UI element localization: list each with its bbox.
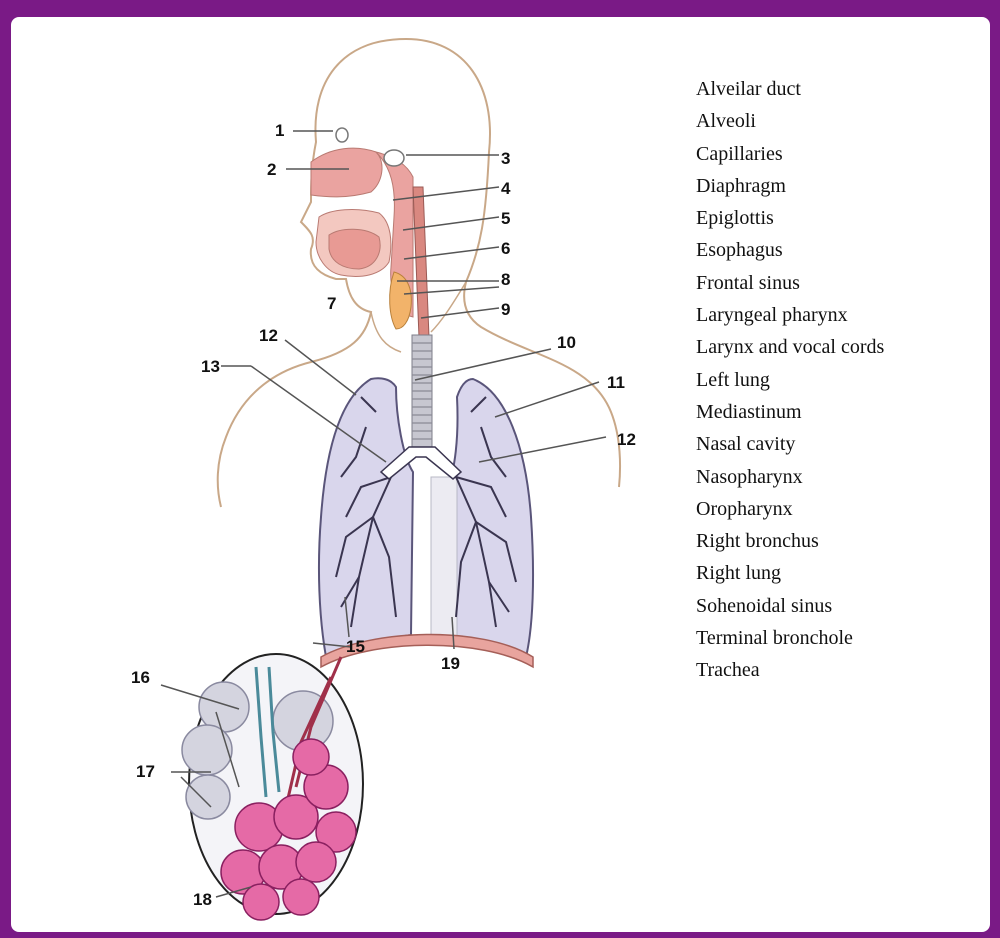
- esophagus: [413, 187, 429, 337]
- term-item: Terminal bronchole: [696, 622, 986, 654]
- label-4: 4: [501, 179, 510, 199]
- left-lung: [447, 379, 533, 657]
- sphenoidal-sinus: [384, 150, 404, 166]
- term-item: Frontal sinus: [696, 267, 986, 299]
- term-item: Alveoli: [696, 105, 986, 137]
- term-item: Nasopharynx: [696, 461, 986, 493]
- label-19: 19: [441, 654, 460, 674]
- label-12-right: 12: [617, 430, 636, 450]
- term-item: Mediastinum: [696, 396, 986, 428]
- term-item: Laryngeal pharynx: [696, 299, 986, 331]
- term-item: Diaphragm: [696, 170, 986, 202]
- term-item: Oropharynx: [696, 493, 986, 525]
- label-10: 10: [557, 333, 576, 353]
- frontal-sinus: [336, 128, 348, 142]
- label-17: 17: [136, 762, 155, 782]
- label-5: 5: [501, 209, 510, 229]
- term-item: Left lung: [696, 364, 986, 396]
- label-2: 2: [267, 160, 276, 180]
- word-bank: Alveilar duct Alveoli Capillaries Diaphr…: [696, 73, 986, 687]
- nasal-cavity: [311, 148, 382, 197]
- worksheet-panel: 1 2 3 4 5 6 7 8 9 10 11 12 12 13 15 16 1…: [11, 17, 990, 932]
- label-15: 15: [346, 637, 365, 657]
- mediastinum: [431, 477, 457, 637]
- label-12-top: 12: [259, 326, 278, 346]
- label-8: 8: [501, 270, 510, 290]
- trachea: [412, 335, 432, 455]
- term-item: Right lung: [696, 557, 986, 589]
- term-item: Larynx and vocal cords: [696, 331, 986, 363]
- term-item: Alveilar duct: [696, 73, 986, 105]
- term-item: Capillaries: [696, 138, 986, 170]
- term-item: Nasal cavity: [696, 428, 986, 460]
- label-18: 18: [193, 890, 212, 910]
- label-13: 13: [201, 357, 220, 377]
- right-lung: [319, 378, 413, 657]
- term-item: Trachea: [696, 654, 986, 686]
- term-item: Esophagus: [696, 234, 986, 266]
- label-7: 7: [327, 294, 336, 314]
- label-3: 3: [501, 149, 510, 169]
- label-6: 6: [501, 239, 510, 259]
- term-item: Epiglottis: [696, 202, 986, 234]
- label-9: 9: [501, 300, 510, 320]
- term-item: Right bronchus: [696, 525, 986, 557]
- term-item: Sohenoidal sinus: [696, 590, 986, 622]
- label-16: 16: [131, 668, 150, 688]
- label-1: 1: [275, 121, 284, 141]
- label-11: 11: [607, 373, 625, 393]
